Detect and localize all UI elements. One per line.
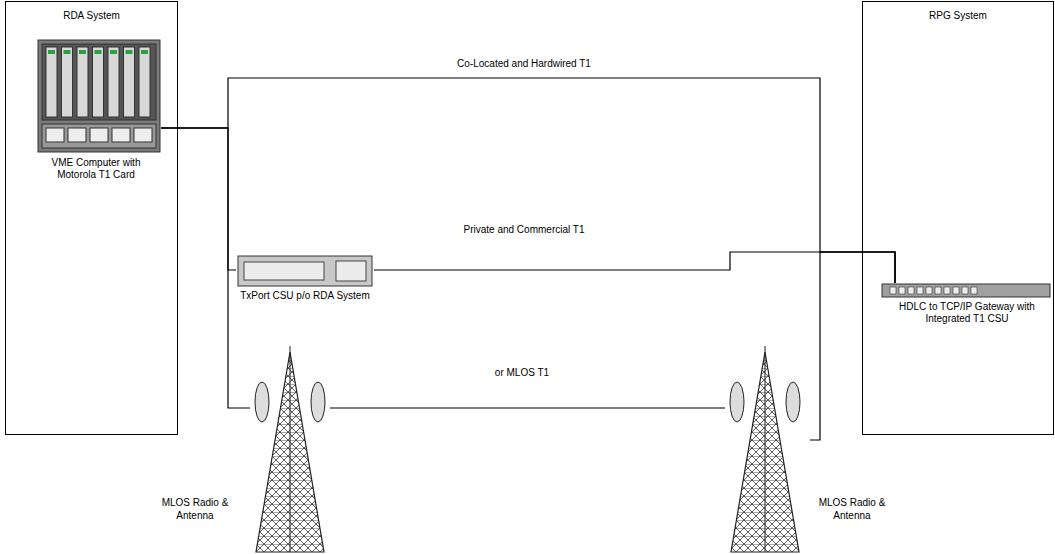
device-label: TxPort CSU p/o RDA System [236, 290, 374, 302]
t1-link [161, 78, 895, 283]
gateway-device [882, 284, 1050, 297]
system-box: RDA SystemVME Computer with Motorola T1 … [5, 1, 178, 435]
csu-device [238, 256, 372, 286]
link-label: or MLOS T1 [487, 367, 557, 380]
t1-link [810, 252, 895, 440]
vme-computer: VME Computer with Motorola T1 Card [31, 39, 161, 181]
link-label: Private and Commercial T1 [461, 224, 588, 237]
system-title: RPG System [863, 10, 1053, 22]
gateway-unit: HDLC to TCP/IP Gateway with Integrated T… [881, 283, 1053, 325]
t1-link [374, 252, 895, 283]
vme-chassis [38, 40, 160, 152]
system-box: RPG SystemHDLC to TCP/IP Gateway with In… [862, 1, 1054, 435]
t1-link [330, 407, 725, 408]
csu-unit: TxPort CSU p/o RDA System [236, 254, 374, 302]
device-label: VME Computer with Motorola T1 Card [31, 157, 161, 181]
t1-link [161, 128, 250, 408]
system-title: RDA System [6, 10, 177, 22]
antenna-tower [255, 346, 325, 552]
link-label: Co-Located and Hardwired T1 [454, 58, 594, 71]
radio-antenna: MLOS Radio & Antenna [725, 345, 810, 552]
device-label: MLOS Radio & Antenna [812, 497, 892, 522]
device-label: HDLC to TCP/IP Gateway with Integrated T… [881, 301, 1053, 325]
antenna-tower [730, 346, 800, 552]
t1-link [161, 128, 236, 270]
radio-antenna: MLOS Radio & Antenna [250, 345, 330, 552]
device-label: MLOS Radio & Antenna [150, 497, 240, 522]
